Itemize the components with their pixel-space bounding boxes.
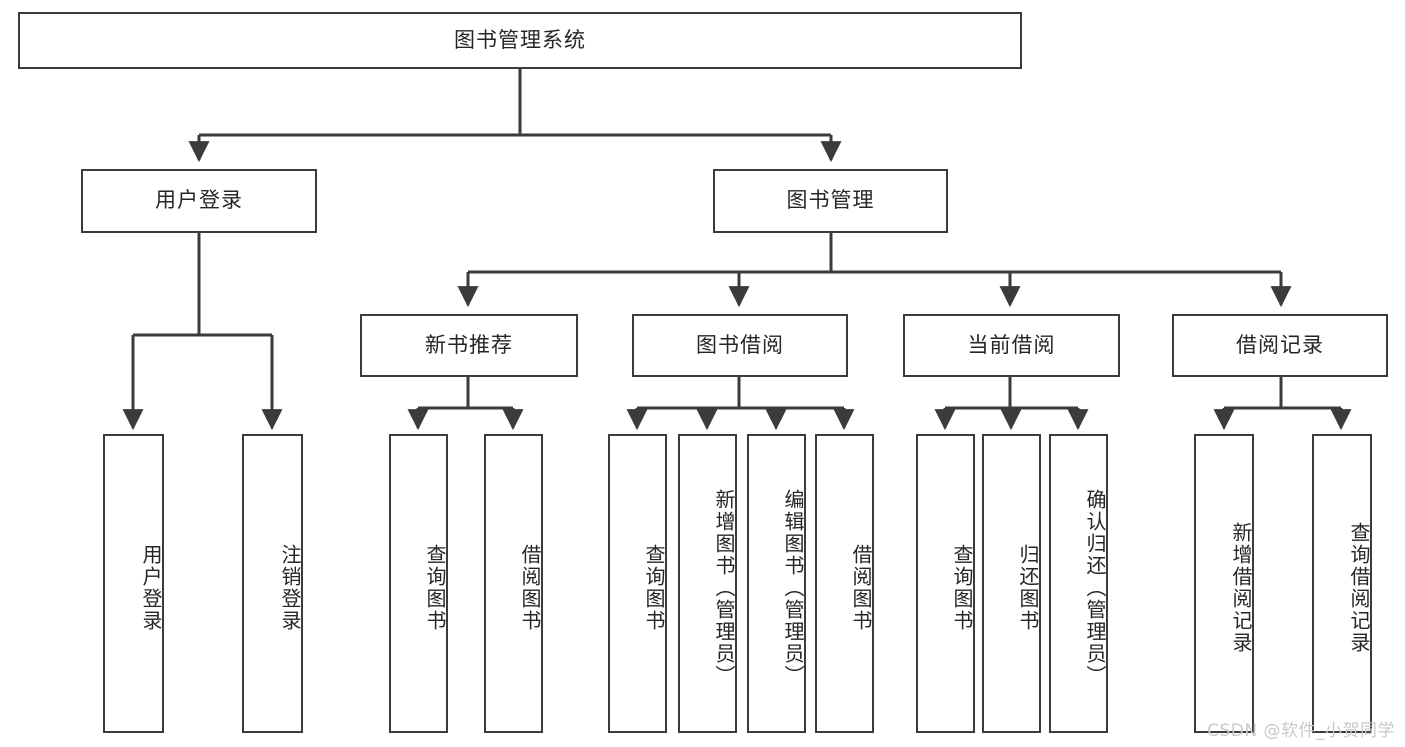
node-current-borrow[interactable]: 当前借阅	[903, 314, 1120, 377]
node-label: 归还图书	[1016, 543, 1040, 632]
leaf-borrow-record-query-record[interactable]: 查询借阅记录	[1312, 434, 1372, 733]
node-label: 确认归还（管理员）	[1083, 488, 1107, 687]
node-user-login[interactable]: 用户登录	[81, 169, 317, 233]
node-book-management[interactable]: 图书管理	[713, 169, 948, 233]
leaf-current-borrow-query-book[interactable]: 查询图书	[916, 434, 975, 733]
node-label: 图书管理	[786, 188, 875, 213]
node-label: 新书推荐	[425, 332, 513, 357]
leaf-current-borrow-confirm-return-admin[interactable]: 确认归还（管理员）	[1049, 434, 1108, 733]
node-label: 图书借阅	[696, 332, 784, 357]
node-label: 新增图书（管理员）	[712, 488, 736, 687]
node-borrow-record[interactable]: 借阅记录	[1172, 314, 1388, 377]
node-label: 新增借阅记录	[1229, 521, 1253, 654]
node-label: 查询图书	[423, 543, 447, 632]
node-book-borrow[interactable]: 图书借阅	[632, 314, 848, 377]
leaf-book-borrow-borrow-book[interactable]: 借阅图书	[815, 434, 874, 733]
node-label: 查询图书	[950, 543, 974, 632]
csdn-watermark: CSDN @软件_小贺同学	[1207, 721, 1395, 741]
leaf-user-login-logout[interactable]: 注销登录	[242, 434, 303, 733]
node-label: 编辑图书（管理员）	[781, 488, 805, 687]
node-label: 当前借阅	[967, 332, 1056, 357]
node-label: 借阅图书	[849, 543, 873, 632]
leaf-user-login-login[interactable]: 用户登录	[103, 434, 164, 733]
node-label: 图书管理系统	[454, 27, 586, 52]
node-root-book-management-system[interactable]: 图书管理系统	[18, 12, 1022, 69]
leaf-new-book-query-book[interactable]: 查询图书	[389, 434, 448, 733]
leaf-book-borrow-add-book-admin[interactable]: 新增图书（管理员）	[678, 434, 737, 733]
node-label: 借阅图书	[518, 543, 542, 632]
node-new-book-recommend[interactable]: 新书推荐	[360, 314, 578, 377]
node-label: 注销登录	[278, 543, 302, 632]
node-label: 查询借阅记录	[1347, 521, 1371, 654]
node-label: 用户登录	[139, 543, 163, 632]
leaf-borrow-record-add-record[interactable]: 新增借阅记录	[1194, 434, 1254, 733]
node-label: 查询图书	[642, 543, 666, 632]
leaf-new-book-borrow-book[interactable]: 借阅图书	[484, 434, 543, 733]
leaf-book-borrow-edit-book-admin[interactable]: 编辑图书（管理员）	[747, 434, 806, 733]
node-label: 借阅记录	[1236, 332, 1324, 357]
leaf-book-borrow-query-book[interactable]: 查询图书	[608, 434, 667, 733]
node-label: 用户登录	[155, 188, 243, 213]
leaf-current-borrow-return-book[interactable]: 归还图书	[982, 434, 1041, 733]
